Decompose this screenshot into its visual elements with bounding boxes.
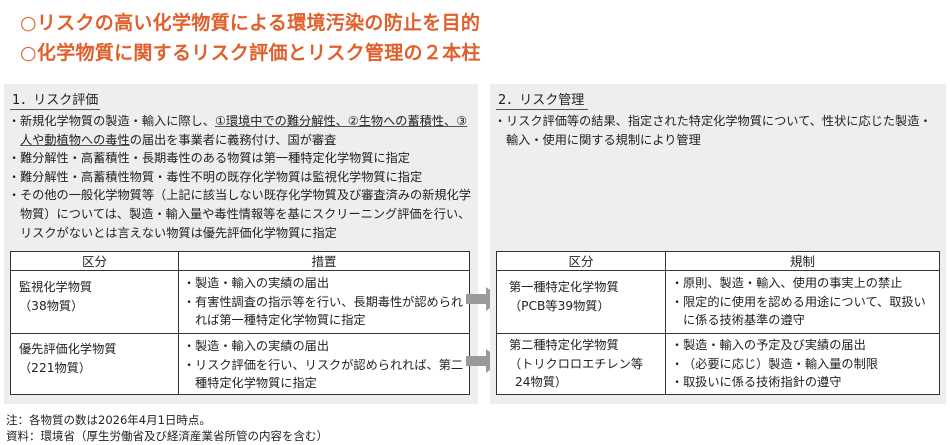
bullet-class1-designation: 難分解性・高蓄積性・長期毒性のある物質は第一種特定化学物質に指定 <box>8 149 474 168</box>
risk-management-title: 2．リスク管理 <box>498 93 585 108</box>
row-monitoring-measures: 製造・輸入の実績の届出 有害性調査の指示等を行い、長期毒性が認められれば第一種特… <box>183 274 465 330</box>
regulation-item: 取扱いに係る技術指針の遵守 <box>671 373 935 392</box>
headline-block: ○リスクの高い化学物質による環境汚染の防止を目的 ○化学物質に関するリスク評価と… <box>0 0 950 76</box>
row-class2-category: 第二種特定化学物質 （トリクロロエチレン等 24物質） <box>509 336 661 392</box>
headline-purpose: ○リスクの高い化学物質による環境汚染の防止を目的 <box>20 12 481 34</box>
measure-item: 有害性調査の指示等を行い、長期毒性が認められれば第一種特定化学物質に指定 <box>183 293 465 330</box>
regulation-item: 製造・輸入の予定及び実績の届出 <box>671 336 935 355</box>
row-class2-regulation: 製造・輸入の予定及び実績の届出 （必要に応じ）製造・輸入量の制限 取扱いに係る技… <box>671 336 935 392</box>
row-divider <box>11 333 469 334</box>
row-class1-regulation: 原則、製造・輸入、使用の事実上の禁止 限定的に使用を認める用途について、取扱いに… <box>671 274 935 330</box>
footnote-source: 資料：環境省（厚生労働省及び経済産業省所管の内容を含む） <box>6 429 328 443</box>
risk-management-bullets: リスク評価等の結果、指定された特定化学物質について、性状に応じた製造・輸入・使用… <box>494 112 942 149</box>
footnote-as-of: 注：各物質の数は2026年4月1日時点。 <box>6 413 211 427</box>
risk-assessment-table: 区分 措置 監視化学物質 （38物質） 製造・輸入の実績の届出 有害性調査の指示… <box>10 251 470 395</box>
column-divider <box>665 252 666 394</box>
bullet-new-substance-review: 新規化学物質の製造・輸入に際し、①環境中での難分解性、②生物への蓄積性、③人や動… <box>8 112 474 149</box>
column-divider <box>178 252 179 394</box>
bullet-monitoring-designation: 難分解性・高蓄積性物質・毒性不明の既存化学物質は監視化学物質に指定 <box>8 168 474 187</box>
measure-item: 製造・輸入の実績の届出 <box>183 274 465 293</box>
risk-assessment-bullets: 新規化学物質の製造・輸入に際し、①環境中での難分解性、②生物への蓄積性、③人や動… <box>8 112 474 242</box>
risk-management-panel: 2．リスク管理 リスク評価等の結果、指定された特定化学物質について、性状に応じた… <box>490 84 946 404</box>
risk-assessment-title: 1．リスク評価 <box>12 93 99 108</box>
category-count: （PCB等39物質） <box>509 298 610 313</box>
header-category: 区分 <box>568 254 594 269</box>
header-category: 区分 <box>81 254 107 269</box>
regulation-item: （必要に応じ）製造・輸入量の制限 <box>671 355 935 374</box>
title-underline <box>496 109 588 110</box>
row-divider <box>497 333 939 334</box>
measure-item: 製造・輸入の実績の届出 <box>183 337 465 356</box>
category-example: （トリクロロエチレン等 <box>509 356 644 371</box>
bullet-text-underlined: ①環境中での難分解性、②生物への蓄積性、③人や動植物への毒性 <box>20 114 468 147</box>
category-name: 第一種特定化学物質 <box>509 280 619 294</box>
title-underline <box>10 109 100 110</box>
bullet-text-pre: 新規化学物質の製造・輸入に際し、 <box>20 114 215 128</box>
category-name: 監視化学物質 <box>19 280 93 294</box>
row-class1-category: 第一種特定化学物質 （PCB等39物質） <box>509 278 661 315</box>
risk-management-table: 区分 規制 第一種特定化学物質 （PCB等39物質） 原則、製造・輸入、使用の事… <box>496 251 940 395</box>
bullet-regulation-management: リスク評価等の結果、指定された特定化学物質について、性状に応じた製造・輸入・使用… <box>494 112 942 149</box>
row-priority-category: 優先評価化学物質 （221物質） <box>19 340 169 377</box>
table-header: 区分 措置 <box>11 252 469 271</box>
regulation-item: 原則、製造・輸入、使用の事実上の禁止 <box>671 274 935 293</box>
bullet-priority-designation: その他の一般化学物質等（上記に該当しない既存化学物質及び審査済みの新規化学物質）… <box>8 186 474 242</box>
regulation-item: 限定的に使用を認める用途について、取扱いに係る技術基準の遵守 <box>671 293 935 330</box>
row-monitoring-category: 監視化学物質 （38物質） <box>19 278 169 315</box>
category-count: 24物質） <box>515 375 568 390</box>
measure-item: リスク評価を行い、リスクが認められれば、第二種特定化学物質に指定 <box>183 356 465 393</box>
category-name: 第二種特定化学物質 <box>509 338 619 352</box>
category-name: 優先評価化学物質 <box>19 342 117 356</box>
bullet-text-post: の届出を事業者に義務付け、国が審査 <box>129 132 337 147</box>
risk-assessment-panel: 1．リスク評価 新規化学物質の製造・輸入に際し、①環境中での難分解性、②生物への… <box>4 84 478 404</box>
header-regulation: 規制 <box>789 254 815 269</box>
row-priority-measures: 製造・輸入の実績の届出 リスク評価を行い、リスクが認められれば、第二種特定化学物… <box>183 337 465 393</box>
category-count: （38物質） <box>19 298 84 313</box>
table-header: 区分 規制 <box>497 252 939 271</box>
category-count: （221物質） <box>19 360 92 375</box>
header-measures: 措置 <box>311 254 337 269</box>
headline-two-pillars: ○化学物質に関するリスク評価とリスク管理の２本柱 <box>20 42 481 64</box>
